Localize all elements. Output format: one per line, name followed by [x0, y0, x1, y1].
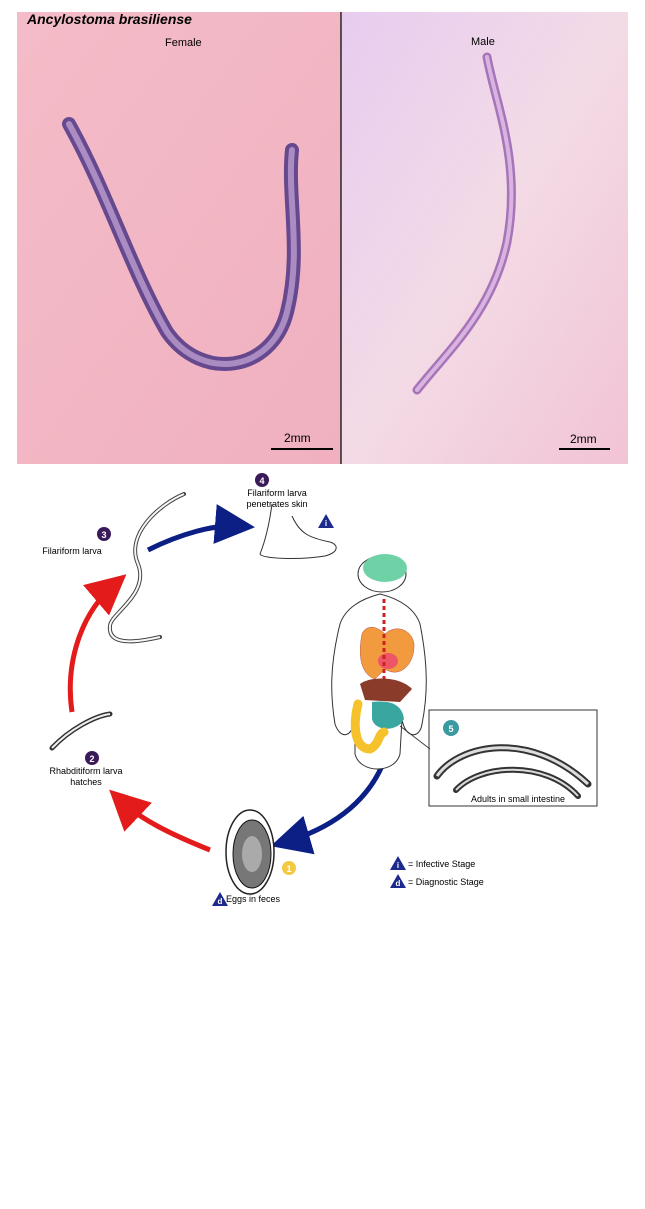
- male-micrograph: [342, 12, 628, 464]
- arrow-host-to-1: [270, 764, 385, 855]
- diagnostic-stage-icon: d: [212, 892, 228, 906]
- svg-text:i: i: [397, 861, 399, 870]
- arrow-3-to-4: [146, 504, 255, 553]
- lifecycle-diagram: 3 4 2 1 5 i d i: [0, 464, 645, 924]
- male-label: Male: [471, 36, 495, 48]
- stage-1-number: 1: [286, 864, 291, 874]
- scale-label-male: 2mm: [570, 432, 597, 446]
- stage-4-label: Filariform larva penetrates skin: [246, 488, 308, 509]
- stage-2-badge: 2: [85, 751, 99, 765]
- stage-2-number: 2: [89, 754, 94, 764]
- arrow-2-to-3: [67, 574, 127, 713]
- scale-label-female: 2mm: [284, 431, 311, 445]
- female-label: Female: [165, 37, 202, 49]
- stage-3-number: 3: [101, 530, 106, 540]
- svg-text:d: d: [218, 897, 223, 906]
- foot-drawing: [259, 503, 337, 559]
- arrow-1-to-2: [109, 789, 211, 853]
- stage-4-badge: 4: [255, 473, 269, 487]
- legend-infective-icon: i: [390, 856, 406, 870]
- liver-drawing: [360, 678, 412, 702]
- stage-5-number: 5: [448, 724, 453, 734]
- stage-1-badge: 1: [282, 861, 296, 875]
- filariform-larva-drawing: [107, 492, 186, 644]
- svg-text:d: d: [396, 879, 401, 888]
- intestine-drawing: [372, 701, 404, 729]
- brain-drawing: [363, 554, 407, 582]
- species-title: Ancylostoma brasiliense: [27, 11, 192, 27]
- legend-diagnostic-text: = Diagnostic Stage: [408, 877, 484, 887]
- stage-4-number: 4: [259, 476, 264, 486]
- stage-5-label: Adults in small intestine: [470, 794, 566, 804]
- svg-text:i: i: [325, 519, 327, 528]
- stage-3-badge: 3: [97, 527, 111, 541]
- infective-stage-icon: i: [318, 514, 334, 528]
- heart-drawing: [378, 653, 398, 669]
- stage-5-badge: 5: [443, 720, 459, 736]
- micrograph-panel: [17, 12, 628, 464]
- stage-3-label: Filariform larva: [42, 546, 102, 556]
- stage-2-label: Rhabditiform larva hatches: [49, 766, 123, 787]
- rhabditiform-larva-drawing: [49, 711, 113, 751]
- legend-diagnostic-icon: d: [390, 874, 406, 888]
- stage-1-label: Eggs in feces: [226, 894, 281, 904]
- legend-infective-text: = Infective Stage: [408, 859, 476, 869]
